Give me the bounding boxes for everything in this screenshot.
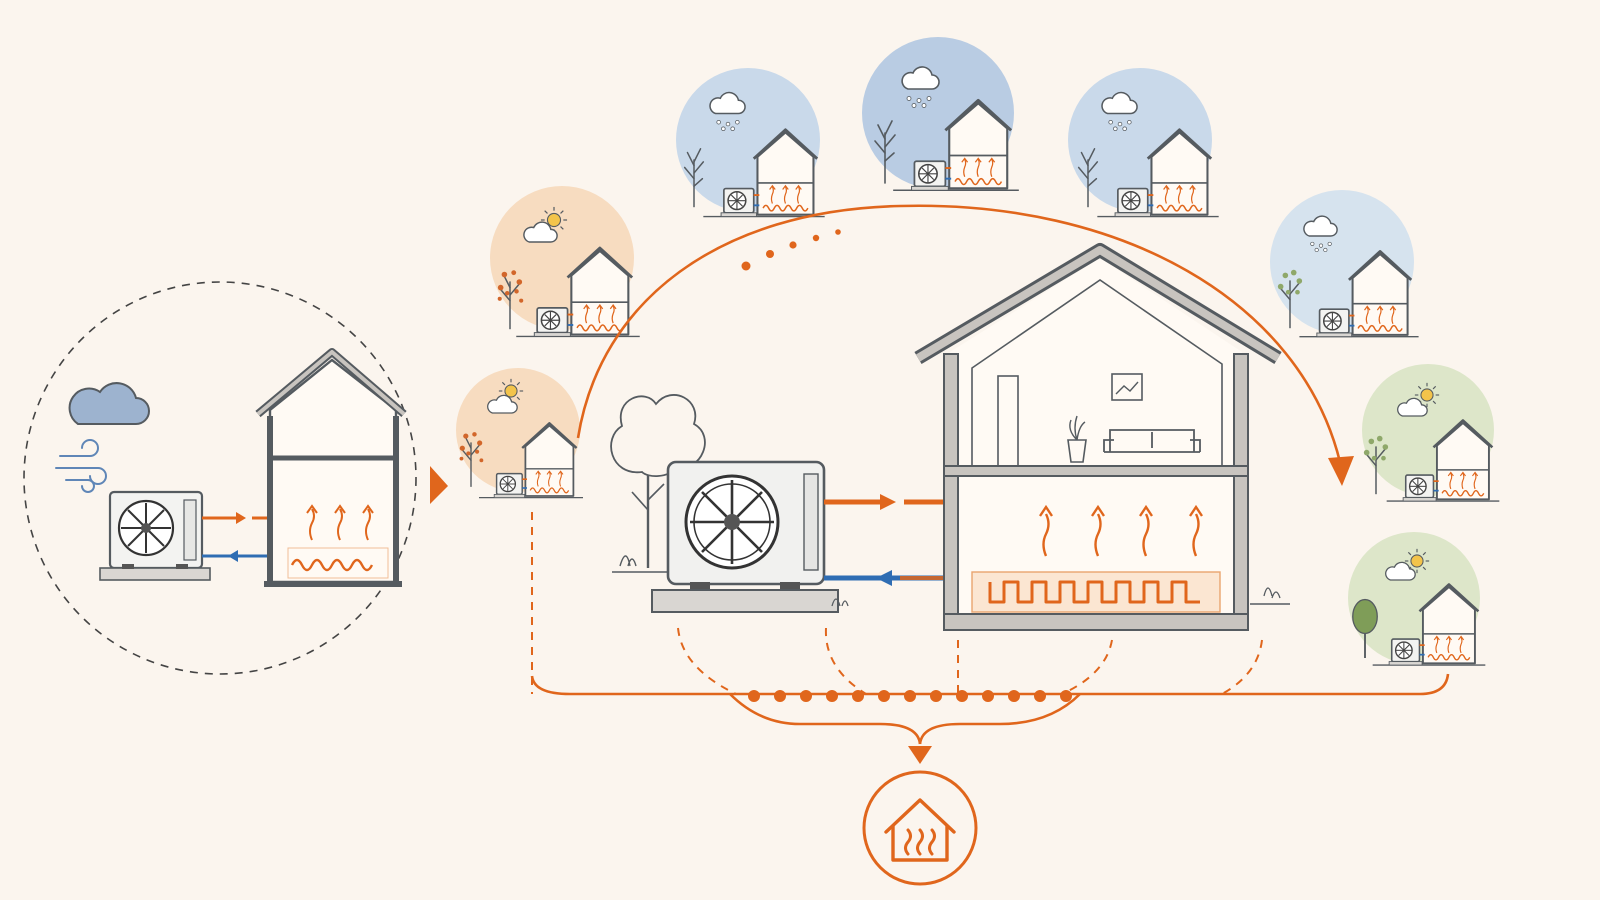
pipe-supply	[202, 512, 268, 524]
collection-lines	[530, 512, 1450, 764]
small-house	[255, 348, 407, 587]
season-scene-winter-1	[676, 68, 827, 219]
cloud-icon	[68, 382, 150, 425]
season-scene-winter-2	[1068, 68, 1221, 219]
pointer-arrow	[430, 466, 448, 504]
season-scene-spring	[1362, 364, 1501, 503]
central-pipe-supply	[824, 494, 946, 510]
season-scene-late-winter	[1270, 190, 1421, 339]
season-scene-summer	[1348, 532, 1487, 667]
heat-pump-icon	[99, 490, 211, 581]
central-house	[914, 243, 1290, 631]
central-heat-pump	[651, 460, 849, 613]
season-scene-autumn-early	[490, 186, 642, 338]
season-scene-winter-peak	[862, 37, 1021, 192]
house-heat-icon	[862, 770, 978, 886]
detail-circle	[23, 281, 417, 675]
wind-icon	[55, 439, 107, 493]
season-scene-autumn-late	[456, 368, 585, 499]
seasonal-cycle-arc	[576, 204, 1354, 486]
